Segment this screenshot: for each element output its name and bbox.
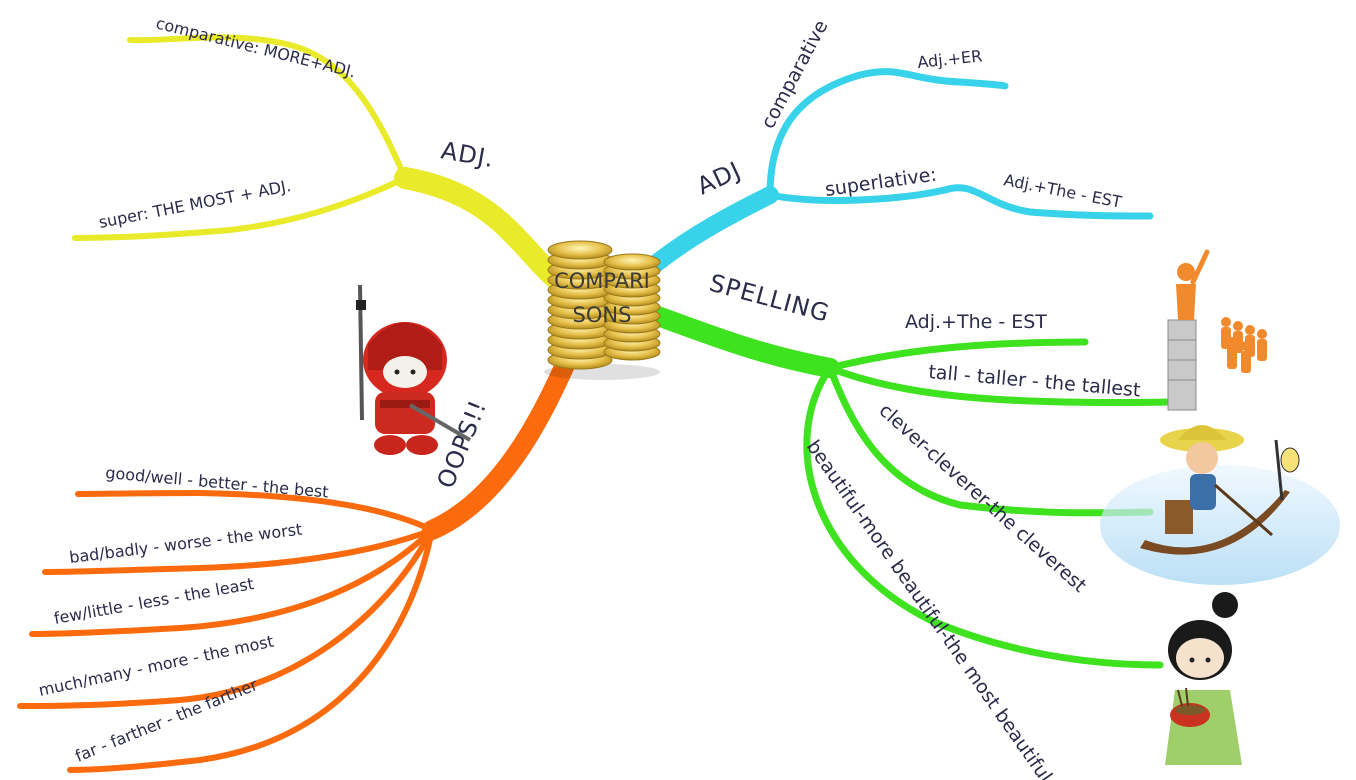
branch-orange bbox=[17, 355, 575, 773]
coin-stack-icon bbox=[544, 240, 661, 380]
orange-branch-title: OOPS!! bbox=[432, 396, 493, 492]
leader-figure-icon bbox=[1167, 249, 1267, 411]
green-branch-title: SPELLING bbox=[706, 269, 832, 328]
oops-item-few: few/little - less - the least bbox=[52, 574, 255, 628]
spelling-item-beautiful: beautiful-more beautiful-the most beauti… bbox=[802, 436, 1056, 780]
yellow-item-comparative: comparative: MORE+ADJ. bbox=[154, 13, 358, 81]
branch-green bbox=[645, 305, 1174, 669]
boat-man-icon bbox=[1100, 425, 1340, 585]
branch-cyan bbox=[639, 68, 1154, 279]
girl-bowl-icon bbox=[1165, 592, 1242, 765]
center-title-line1: COMPARI bbox=[554, 269, 650, 293]
cyan-branch-title: ADJ bbox=[693, 156, 746, 200]
yellow-branch-title: ADJ. bbox=[439, 136, 497, 173]
samurai-icon bbox=[356, 284, 472, 455]
cyan-comparative-rule: Adj.+ER bbox=[916, 46, 983, 72]
branch-yellow bbox=[72, 34, 571, 293]
cyan-superlative-rule: Adj.+The - EST bbox=[1002, 170, 1123, 211]
center-title-line2: SONS bbox=[573, 303, 632, 327]
oops-item-bad: bad/badly - worse - the worst bbox=[68, 520, 303, 567]
spelling-item-est: Adj.+The - EST bbox=[905, 311, 1047, 333]
